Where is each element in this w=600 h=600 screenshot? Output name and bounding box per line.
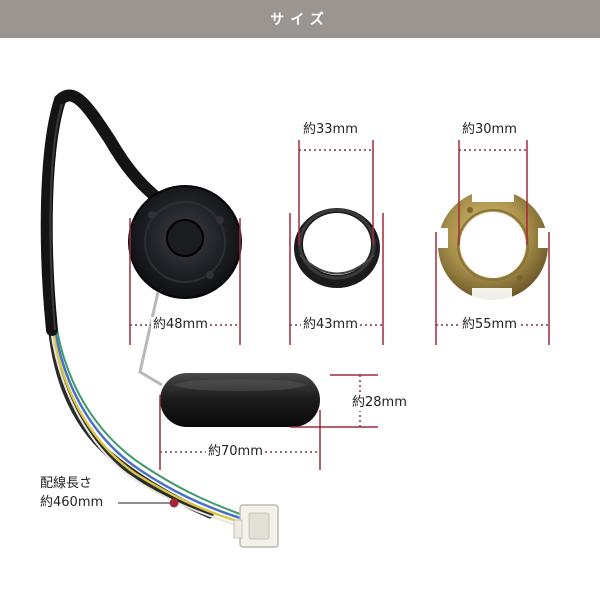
ring-inner-diameter-label: 約30mm <box>460 122 519 138</box>
wire-length-value: 約460mm <box>40 495 104 510</box>
gasket-inner-diameter-label: 約33mm <box>301 122 360 138</box>
float-height-label: 約28mm <box>350 395 409 411</box>
wire-length-title: 配線長さ <box>40 476 93 491</box>
section-title: サイズ <box>270 12 330 28</box>
ring-outer-diameter-label: 約55mm <box>460 317 519 333</box>
float <box>160 373 320 427</box>
connector-plug <box>233 504 279 548</box>
dimension-markers <box>129 140 550 470</box>
wire-length-pointer <box>118 498 179 508</box>
lock-ring <box>434 188 552 300</box>
wire-length-label: 配線長さ 約460mm <box>38 474 106 512</box>
section-header: サイズ <box>0 0 600 38</box>
float-arm <box>138 291 163 387</box>
sender-flange-unit <box>128 185 242 299</box>
rubber-gasket <box>294 208 380 288</box>
wire-harness <box>40 89 241 527</box>
float-length-label: 約70mm <box>206 444 265 460</box>
flange-diameter-label: 約48mm <box>151 317 210 333</box>
gasket-outer-diameter-label: 約43mm <box>301 317 360 333</box>
